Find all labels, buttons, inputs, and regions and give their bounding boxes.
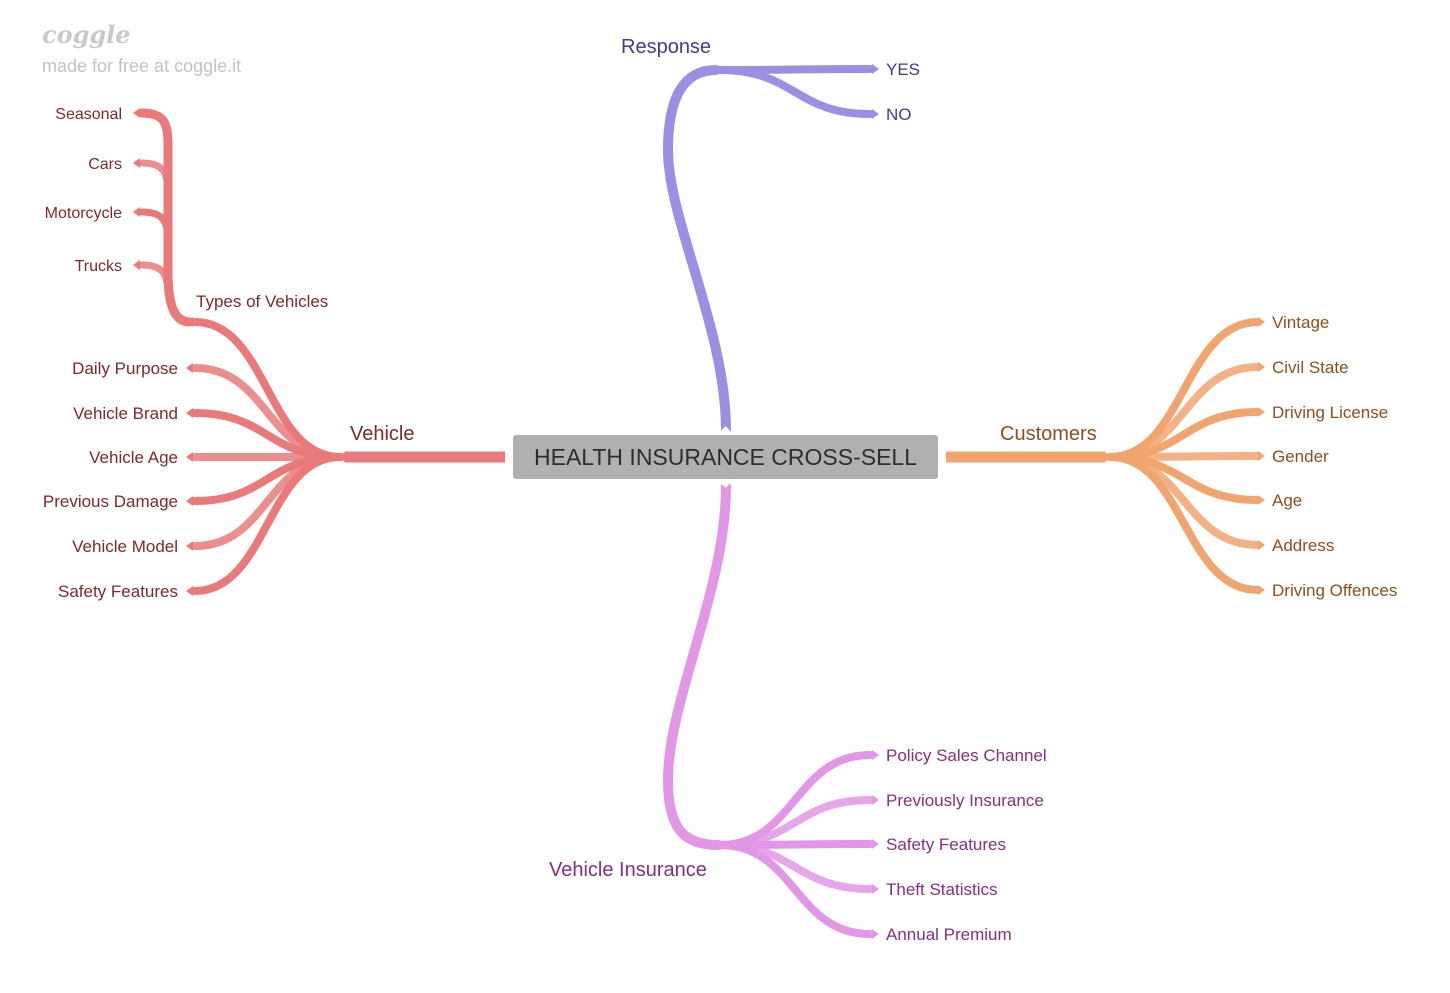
customers-child-arrow-driving-license [1258, 407, 1265, 417]
response-branch-label[interactable]: Response [621, 36, 711, 58]
response-child-yes[interactable]: YES [886, 60, 920, 79]
types-of-vehicles-child-motorcycle[interactable]: Motorcycle [45, 205, 122, 222]
root-right-notch [938, 450, 946, 464]
vehicle-child-arrow-vehicle-age [186, 452, 193, 462]
customers-branch-label[interactable]: Customers [1000, 423, 1097, 445]
vehicle-child-arrow-vehicle-brand [186, 408, 193, 418]
customers-child-civil-state[interactable]: Civil State [1272, 358, 1349, 377]
response-child-arrow-no [872, 109, 879, 119]
customers-child-age[interactable]: Age [1272, 491, 1302, 510]
vehicle-insurance-child-connector-annual-premium [716, 841, 874, 938]
types-of-vehicles-child-seasonal[interactable]: Seasonal [55, 106, 122, 123]
vehicle-insurance-branch-label[interactable]: Vehicle Insurance [549, 859, 707, 881]
vehicle-child-safety-features[interactable]: Safety Features [58, 582, 178, 601]
vehicle-child-arrow-previous-damage [186, 496, 193, 506]
coggle-tagline: made for free at coggle.it [42, 56, 242, 76]
mind-map-connectors [133, 64, 1265, 939]
vehicle-child-previous-damage[interactable]: Previous Damage [43, 492, 178, 511]
types-of-vehicles-child-connector-trucks [138, 261, 194, 326]
types-of-vehicles-child-arrow-motorcycle [133, 207, 140, 217]
customers-child-arrow-gender [1258, 451, 1265, 461]
vehicle-insurance-child-annual-premium[interactable]: Annual Premium [886, 925, 1012, 944]
root-bottom-notch [717, 479, 734, 488]
types-of-vehicles-child-trucks[interactable]: Trucks [75, 258, 122, 275]
customers-child-driving-license[interactable]: Driving License [1272, 403, 1388, 422]
vehicle-child-arrow-safety-features [186, 586, 193, 596]
customers-child-address[interactable]: Address [1272, 536, 1334, 555]
vehicle-insurance-child-theft-statistics[interactable]: Theft Statistics [886, 880, 997, 899]
customers-child-arrow-age [1258, 495, 1265, 505]
response-child-arrow-yes [872, 64, 879, 74]
root-left-notch [505, 450, 513, 464]
customers-child-connector-driving-offences [1106, 453, 1262, 594]
coggle-logo: coggle [42, 20, 131, 49]
vehicle-insurance-child-safety-features[interactable]: Safety Features [886, 835, 1006, 854]
vehicle-insurance-child-arrow-safety-features [872, 839, 879, 849]
vehicle-insurance-child-policy-sales-channel[interactable]: Policy Sales Channel [886, 746, 1047, 765]
customers-child-arrow-civil-state [1258, 362, 1265, 372]
customers-child-driving-offences[interactable]: Driving Offences [1272, 581, 1397, 600]
response-branch-connector [662, 65, 731, 435]
root-node[interactable]: HEALTH INSURANCE CROSS-SELL [505, 426, 946, 488]
vehicle-insurance-child-previously-insurance[interactable]: Previously Insurance [886, 791, 1044, 810]
coggle-watermark: coggle made for free at coggle.it [42, 18, 241, 80]
vehicle-insurance-branch-connector [662, 481, 731, 850]
vehicle-insurance-child-arrow-policy-sales-channel [872, 750, 879, 760]
vehicle-branch-label[interactable]: Vehicle [350, 423, 415, 445]
vehicle-child-vehicle-age[interactable]: Vehicle Age [89, 448, 178, 467]
types-of-vehicles-child-arrow-seasonal [133, 108, 140, 118]
types-of-vehicles-child-arrow-cars [133, 158, 140, 168]
root-node-box[interactable] [513, 435, 938, 479]
customers-child-arrow-address [1258, 540, 1265, 550]
vehicle-child-vehicle-brand[interactable]: Vehicle Brand [73, 404, 178, 423]
customers-child-gender[interactable]: Gender [1272, 447, 1329, 466]
root-node-label[interactable]: HEALTH INSURANCE CROSS-SELL [534, 444, 917, 470]
customers-child-arrow-vintage [1258, 317, 1265, 327]
root-top-notch [717, 426, 734, 435]
vehicle-child-daily-purpose[interactable]: Daily Purpose [72, 359, 178, 378]
response-child-connector-no [716, 66, 874, 118]
vehicle-child-vehicle-model[interactable]: Vehicle Model [72, 537, 178, 556]
types-of-vehicles-child-cars[interactable]: Cars [88, 156, 122, 173]
vehicle-child-connector-safety-features [191, 453, 344, 595]
vehicle-insurance-child-arrow-annual-premium [872, 929, 879, 939]
vehicle-child-arrow-vehicle-model [186, 541, 193, 551]
types-of-vehicles-child-arrow-trucks [133, 260, 140, 270]
customers-child-arrow-driving-offences [1258, 585, 1265, 595]
response-child-no[interactable]: NO [886, 105, 912, 124]
vehicle-insurance-child-arrow-theft-statistics [872, 884, 879, 894]
vehicle-child-arrow-daily-purpose [186, 363, 193, 373]
vehicle-child-types-of-vehicles[interactable]: Types of Vehicles [196, 292, 328, 311]
customers-child-vintage[interactable]: Vintage [1272, 313, 1329, 332]
vehicle-insurance-child-arrow-previously-insurance [872, 795, 879, 805]
